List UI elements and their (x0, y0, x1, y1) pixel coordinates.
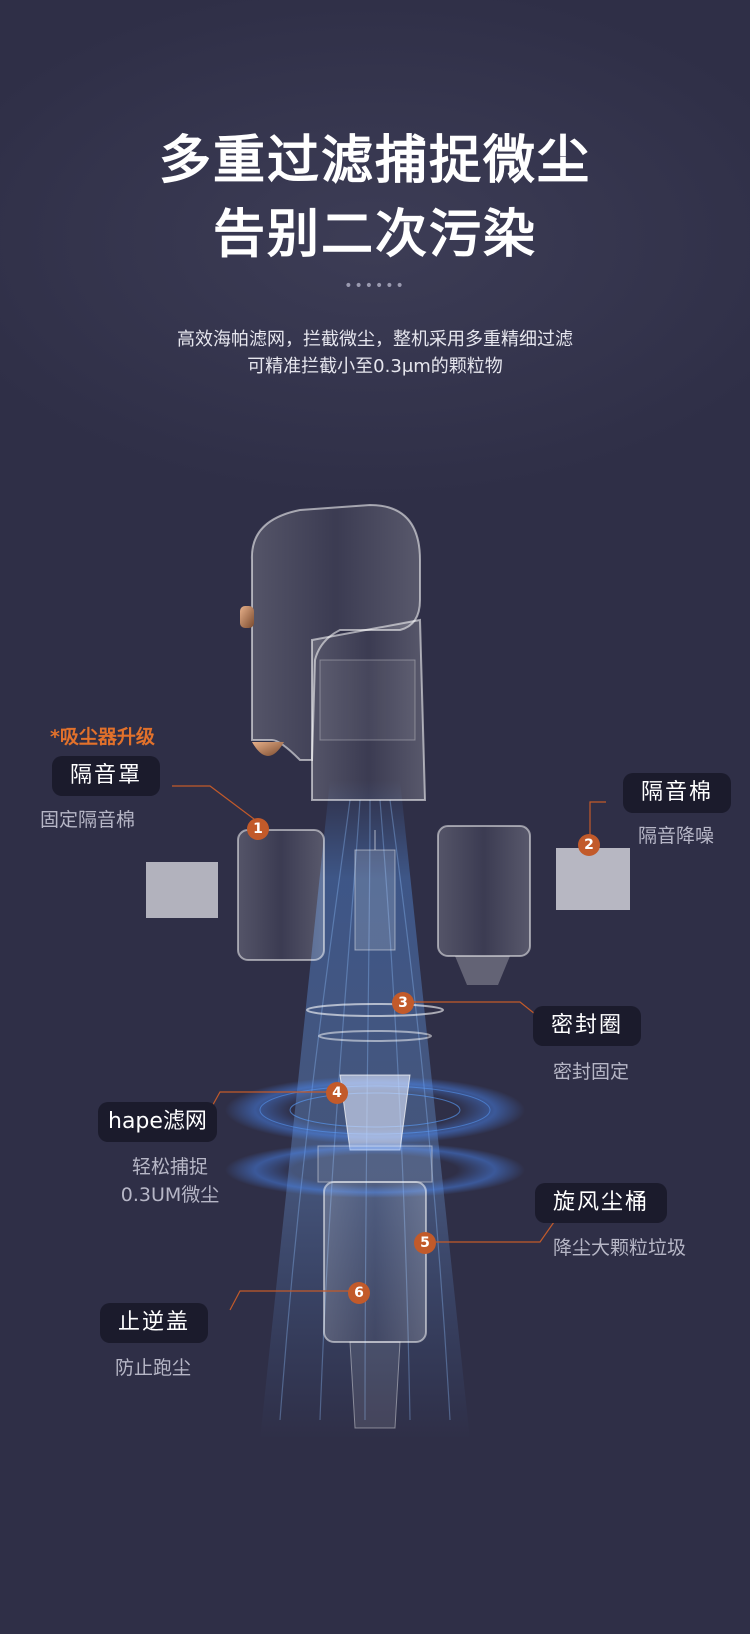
sound-cover-left (146, 829, 325, 961)
callout-label-check-cover: 止逆盖 (100, 1303, 209, 1343)
headline-line-1: 多重过滤捕捉微尘 (158, 131, 591, 191)
callout-desc-check-cover: 防止跑尘 (115, 1357, 192, 1379)
callout-label-hepa-filter: hape滤网 (98, 1102, 217, 1142)
callout-badge-4: 4 (326, 1082, 348, 1104)
sound-cover-right (437, 825, 630, 985)
hepa-filter (225, 1074, 525, 1151)
motor-core (354, 830, 396, 951)
callout-desc-seal-ring: 密封固定 (553, 1061, 630, 1083)
background-glow (0, 0, 750, 520)
subtitle-line-2: 可精准拦截小至0.3μm的颗粒物 (247, 356, 503, 377)
callout-desc-hepa-filter-2: 0.3UM微尘 (120, 1184, 220, 1206)
callout-badge-1: 1 (247, 818, 269, 840)
callout-desc-cyclone-bin: 降尘大颗粒垃圾 (553, 1237, 687, 1259)
callout-label-seal-ring: 密封圈 (533, 1006, 642, 1046)
seal-rings (306, 1003, 444, 1042)
callout-badge-6: 6 (348, 1282, 370, 1304)
separator-dots: •••••• (344, 278, 406, 294)
callout-badge-3: 3 (392, 992, 414, 1014)
callout-label-sound-cotton: 隔音棉 (623, 773, 732, 813)
cyclone-bin (225, 1142, 525, 1429)
subtitle-line-1: 高效海帕滤网，拦截微尘，整机采用多重精细过滤 (177, 329, 573, 350)
callout-desc-sound-cover: 固定隔音棉 (40, 809, 136, 831)
callout-label-cyclone-bin: 旋风尘桶 (535, 1183, 668, 1223)
handle-unit (240, 503, 427, 801)
callout-desc-hepa-filter-1: 轻松捕捉 (131, 1156, 208, 1178)
callout-badge-5: 5 (414, 1232, 436, 1254)
callout-label-sound-cover: 隔音罩 (52, 756, 161, 796)
headline-line-2: 告别二次污染 (212, 205, 537, 265)
callout-badge-2: 2 (578, 834, 600, 856)
callout-desc-sound-cotton: 隔音降噪 (638, 825, 715, 847)
upgrade-label: *吸尘器升级 (50, 726, 155, 748)
